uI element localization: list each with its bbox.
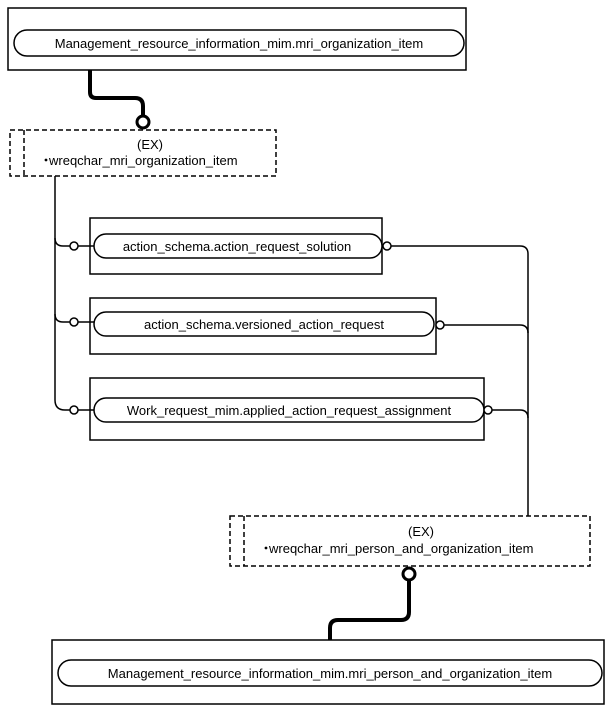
connector-member-1-to-bottom-select (391, 245, 529, 516)
relationship-end-circle-bottom (401, 566, 417, 582)
select-bottom-bullet (264, 546, 268, 550)
connector-member-2-to-bottom-select (444, 324, 529, 334)
member-2-label: action_schema.versioned_action_request (144, 317, 384, 332)
member-applied-action-request-assignment[interactable]: Work_request_mim.applied_action_request_… (89, 377, 485, 441)
select-top-name: wreqchar_mri_organization_item (48, 153, 238, 168)
select-top-tag: (EX) (137, 137, 163, 152)
select-top-bullet (44, 158, 48, 162)
relationship-end-circle-top (135, 114, 151, 130)
entity-mri-person-and-organization-item[interactable]: Management_resource_information_mim.mri_… (51, 639, 605, 705)
member-1-out-circle (382, 241, 392, 251)
branch-member-2 (54, 313, 70, 323)
connector-bottom-select-to-entity (328, 580, 411, 646)
member-3-in-circle (69, 405, 79, 415)
member-2-out-circle (435, 320, 445, 330)
select-bottom-name: wreqchar_mri_person_and_organization_ite… (268, 541, 534, 556)
member-3-label: Work_request_mim.applied_action_request_… (127, 403, 452, 418)
entity-mri-organization-item[interactable]: Management_resource_information_mim.mri_… (7, 7, 467, 71)
member-action-request-solution[interactable]: action_schema.action_request_solution (89, 217, 383, 275)
member-1-in-circle (69, 241, 79, 251)
entity-mri-organization-item-label: Management_resource_information_mim.mri_… (55, 36, 424, 51)
branch-member-1 (54, 237, 70, 247)
member-1-label: action_schema.action_request_solution (123, 239, 351, 254)
entity-mri-person-and-organization-item-label: Management_resource_information_mim.mri_… (108, 666, 552, 681)
member-versioned-action-request[interactable]: action_schema.versioned_action_request (89, 297, 437, 355)
select-wreqchar-mri-organization-item[interactable]: (EX) wreqchar_mri_organization_item (9, 129, 277, 177)
connector-member-3-to-bottom-select (492, 409, 529, 419)
connector-top-entity-to-select (88, 70, 145, 116)
member-3-out-circle (483, 405, 493, 415)
select-wreqchar-mri-person-and-organization-item[interactable]: (EX) wreqchar_mri_person_and_organizatio… (229, 515, 591, 567)
select-bottom-tag: (EX) (408, 524, 434, 539)
trunk-top-select (54, 176, 70, 411)
member-2-in-circle (69, 317, 79, 327)
